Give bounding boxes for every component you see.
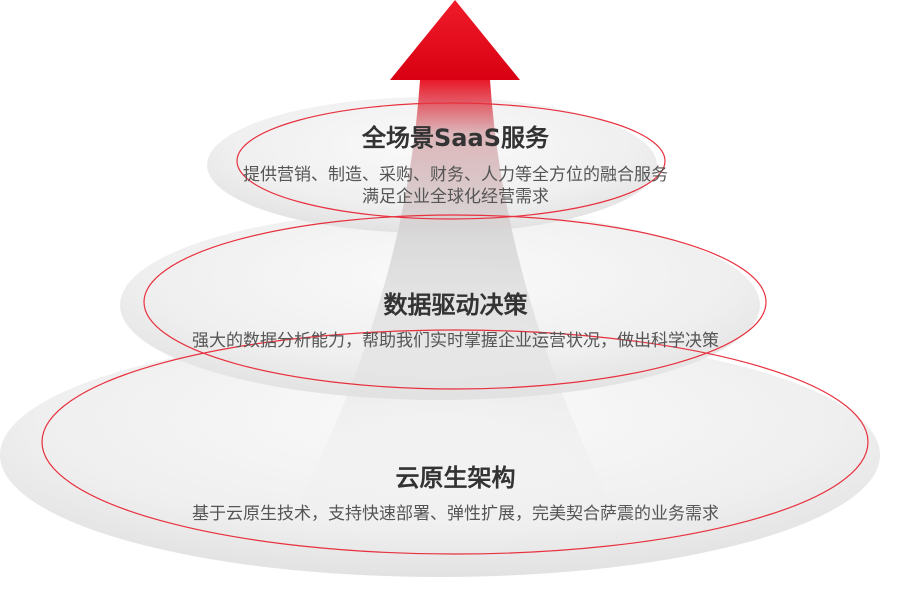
layer-desc-cloud: 基于云原生技术，支持快速部署、弹性扩展，完美契合萨震的业务需求 [192,504,719,524]
layer-desc-saas-line1: 提供营销、制造、采购、财务、人力等全方位的融合服务 [243,165,668,185]
arrow-shaft [290,80,620,520]
layer-title-cloud: 云原生架构 [395,464,516,492]
top-ring [236,102,666,220]
bottom-ring [41,329,869,555]
layer-desc-data: 强大的数据分析能力，帮助我们实时掌握企业运营状况，做出科学决策 [192,331,719,351]
layer-title-data: 数据驱动决策 [383,291,528,319]
middle-ring [143,214,767,390]
arrow-head-icon [390,0,520,80]
layer-title-saas: 全场景SaaS服务 [362,124,549,152]
layer-desc-saas-line2: 满足企业全球化经营需求 [362,187,549,207]
